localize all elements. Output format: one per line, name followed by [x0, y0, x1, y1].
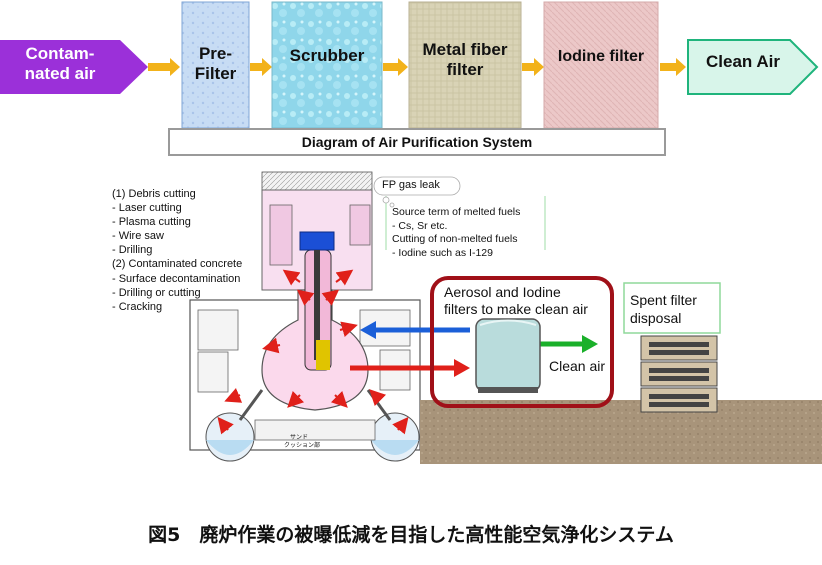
work-list-item: - Surface decontamination [112, 272, 241, 285]
work-list-item: - Cracking [112, 300, 163, 313]
filters-box [430, 276, 614, 408]
scrubber-label: Scrubber [289, 46, 365, 65]
filters-box-label: Aerosol and Iodine filters to make clean… [444, 284, 588, 317]
clean-air-arrow [687, 39, 819, 95]
contaminated-air-arrow [0, 40, 148, 94]
metal-fiber-stage [408, 1, 522, 129]
work-list-item: - Drilling [112, 244, 153, 257]
work-list-item: - Plasma cutting [112, 216, 191, 229]
source-term-note: Source term of melted fuels - Cs, Sr etc… [392, 206, 520, 260]
clean-air-text: Clean air [549, 358, 606, 374]
fp-gas-bubble [373, 176, 461, 208]
work-list-item: - Laser cutting [112, 202, 182, 215]
flow-arrows-right [350, 321, 598, 377]
metal-fiber-label: Metal fiber filter [422, 40, 508, 79]
work-list: (1) Debris cutting - Laser cutting - Pla… [112, 187, 242, 314]
spent-filter-area [623, 282, 721, 413]
source-term-line: Source term of melted fuels [392, 206, 521, 218]
work-list-item: (2) Contaminated concrete [112, 258, 243, 271]
clean-air-label: Clean Air [705, 52, 780, 71]
prefilter-stage [181, 1, 250, 129]
filter-unit [475, 318, 541, 393]
source-term-line: - Cs, Sr etc. [392, 219, 448, 232]
reactor-building-schematic [183, 170, 433, 464]
work-list-item: - Drilling or cutting [112, 286, 201, 299]
prefilter-label: Pre- Filter [194, 44, 237, 83]
reactor-label: クッション部 [284, 443, 321, 449]
diagram-caption: Diagram of Air Purification System [168, 128, 666, 156]
fp-gas-leak-label: FP gas leak [382, 179, 440, 191]
iodine-filter-stage [543, 1, 659, 129]
work-list-item: - Wire saw [112, 230, 164, 243]
contaminated-air-label: Contam- nated air [24, 44, 96, 83]
reactor-label: サンド [290, 435, 309, 441]
work-list-item: (1) Debris cutting [112, 188, 196, 200]
source-term-line: - Iodine such as I-129 [392, 246, 493, 259]
iodine-filter-label: Iodine filter [557, 48, 645, 65]
source-term-line: Cutting of non-melted fuels [392, 233, 518, 245]
ground-band [420, 400, 822, 464]
scrubber-stage [271, 1, 383, 129]
spent-filter-label: Spent filter disposal [630, 292, 697, 326]
flow-connector-arrows [148, 58, 686, 76]
source-term-frame [385, 196, 546, 250]
figure-title: 図5 廃炉作業の被曝低減を目指した高性能空気浄化システム [148, 524, 674, 546]
